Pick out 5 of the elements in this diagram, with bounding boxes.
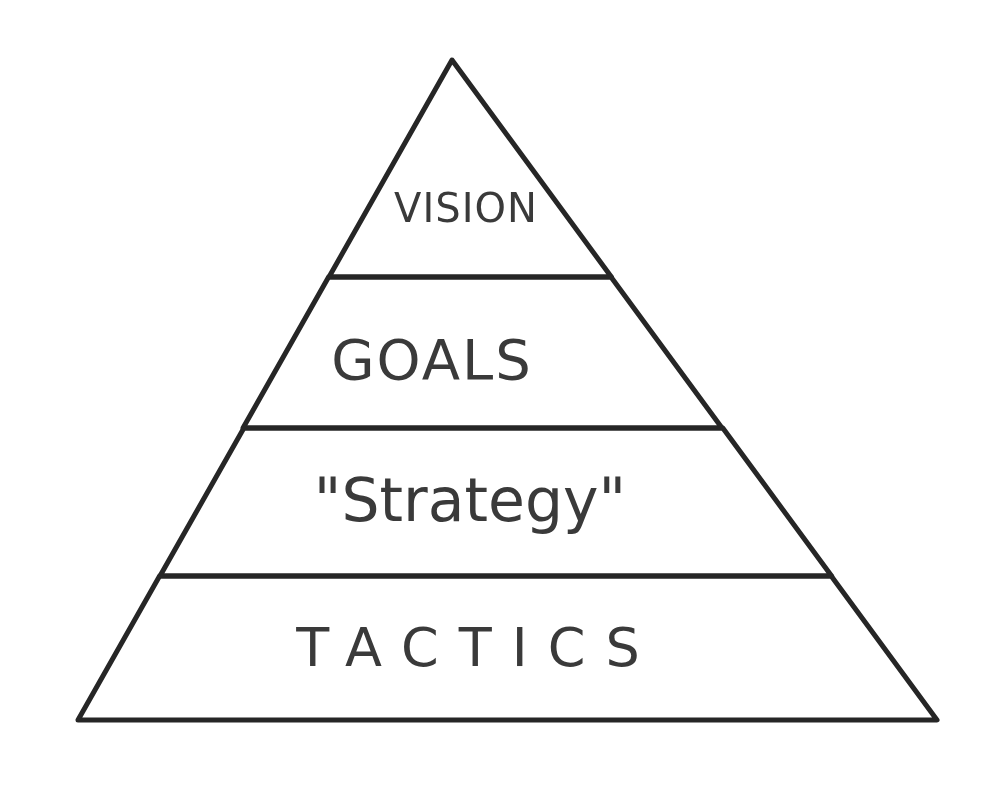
tier-label: VISION (394, 186, 538, 230)
tier-label: TACTICS (296, 618, 660, 678)
pyramid-tier (73, 571, 942, 725)
tier-label: GOALS (331, 329, 533, 391)
tier-label: "Strategy" (313, 467, 627, 533)
